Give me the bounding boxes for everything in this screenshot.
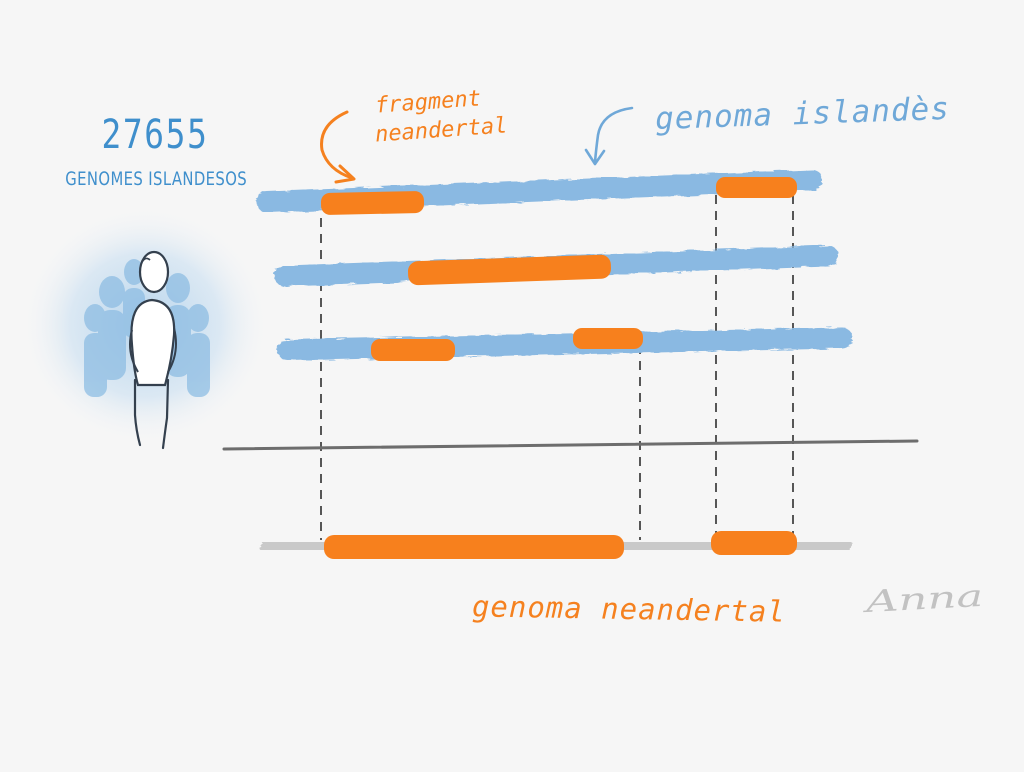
fragment-1b xyxy=(716,177,797,198)
artist-signature: Anna xyxy=(865,578,985,620)
neanderthal-genome-label: genoma neandertal xyxy=(471,589,787,629)
divider-line xyxy=(222,439,919,451)
orange-arrowhead-icon xyxy=(334,164,356,184)
blue-arrowhead-icon xyxy=(584,148,606,166)
fragment-3a xyxy=(371,339,455,361)
population-count: 27655 xyxy=(101,112,209,158)
population-label: GENOMES ISLANDESOS xyxy=(65,168,248,190)
fragment-2a xyxy=(407,254,612,286)
person-icon xyxy=(129,250,177,450)
orange-arrow-icon xyxy=(320,110,354,180)
fragment-1a xyxy=(320,191,425,215)
neanderthal-segment-2 xyxy=(711,531,797,555)
neanderthal-segment-1 xyxy=(324,535,624,559)
neanderthal-fragments xyxy=(320,177,797,361)
blue-arrow-icon xyxy=(593,106,634,164)
fragment-3b xyxy=(573,328,643,349)
alignment-guides xyxy=(320,195,794,540)
neanderthal-genome-segments xyxy=(324,531,797,559)
